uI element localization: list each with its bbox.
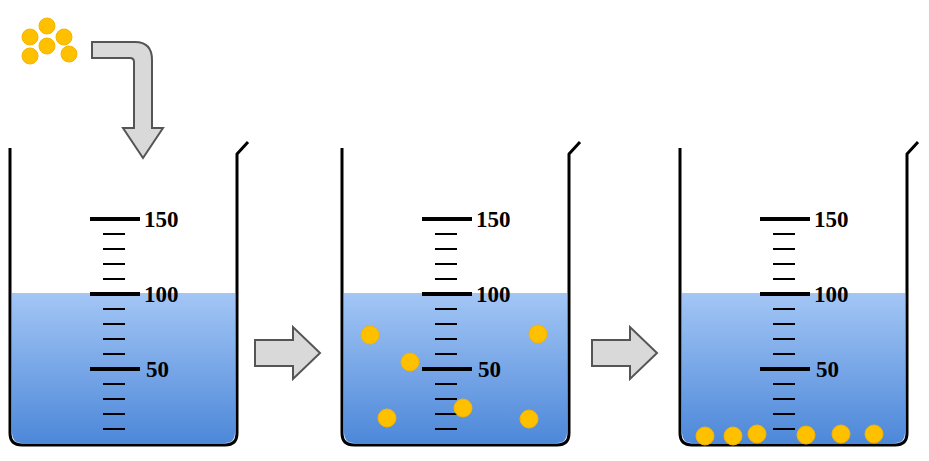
scale-number: 150	[476, 208, 511, 231]
ball	[378, 409, 396, 427]
beaker	[10, 142, 248, 445]
beaker-outline	[680, 142, 918, 445]
beaker-outline	[10, 142, 248, 445]
water	[344, 293, 567, 443]
ball	[529, 325, 547, 343]
scale-number: 150	[144, 208, 179, 231]
scale-number: 50	[816, 358, 839, 381]
beaker	[680, 142, 918, 445]
ball-cluster	[22, 18, 77, 64]
ball	[520, 410, 538, 428]
scale-number: 100	[814, 283, 849, 306]
scale-number: 50	[478, 358, 501, 381]
ball	[748, 425, 766, 443]
scale-ticks	[760, 219, 810, 429]
beaker-outline	[342, 142, 580, 445]
scale-ticks	[90, 219, 140, 429]
scale-number: 50	[146, 358, 169, 381]
water	[682, 293, 905, 443]
scale-number: 100	[476, 283, 511, 306]
beaker	[342, 142, 580, 445]
ball	[832, 425, 850, 443]
ball	[361, 326, 379, 344]
scale-ticks	[422, 219, 472, 429]
scale-number: 150	[814, 208, 849, 231]
step-arrow	[255, 327, 320, 379]
pour-arrow	[92, 42, 163, 158]
ball	[797, 426, 815, 444]
ball	[724, 427, 742, 445]
water	[12, 293, 235, 443]
ball	[696, 427, 714, 445]
ball	[865, 425, 883, 443]
step-arrow	[592, 327, 657, 379]
ball	[401, 353, 419, 371]
scale-number: 100	[144, 283, 179, 306]
ball	[454, 399, 472, 417]
